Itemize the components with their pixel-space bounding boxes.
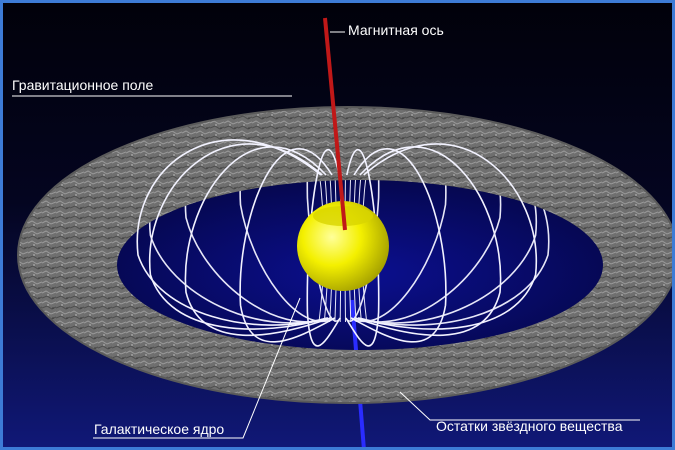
field-line <box>184 146 331 337</box>
field-line <box>350 148 447 343</box>
magnetic-axis-upper <box>323 17 347 231</box>
field-line <box>136 139 328 326</box>
leader-lines <box>12 31 640 439</box>
ring-leader <box>399 391 640 421</box>
gravitational-field-label: Гравитационное поле <box>12 77 154 93</box>
galactic-core-label: Галактическое ядро <box>94 421 225 437</box>
field-line <box>148 143 329 330</box>
galactic-core <box>297 201 389 291</box>
core-leader <box>93 297 301 439</box>
field-line <box>355 146 502 337</box>
field-line <box>306 148 341 347</box>
stellar-remnants-label: Остатки звёздного вещества <box>436 418 623 434</box>
magnetic-axis-label: Магнитная ось <box>348 22 444 38</box>
field-line <box>239 148 336 343</box>
field-lines-front <box>136 139 538 347</box>
field-line <box>357 143 538 330</box>
ring-outer-edge <box>17 106 675 404</box>
field-line <box>345 148 380 347</box>
